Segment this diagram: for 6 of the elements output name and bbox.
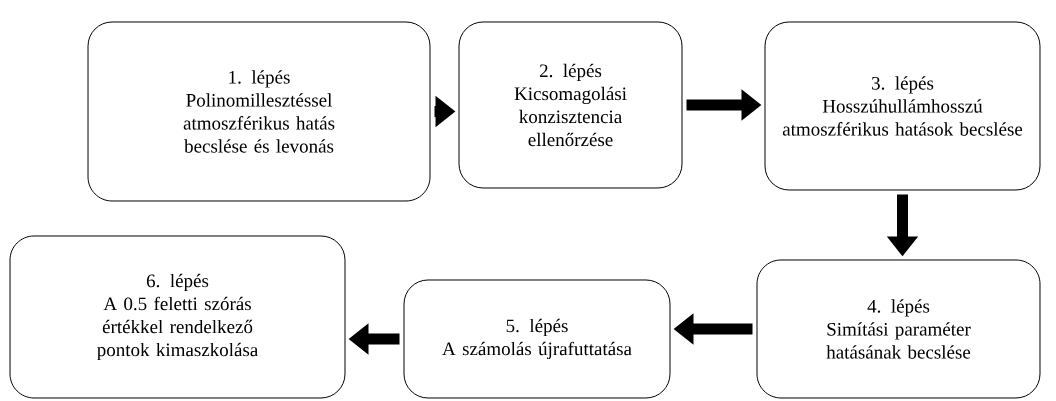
process-box: 1. lépés Polinomillesztéssel atmoszférikus hatás becslése és levonás <box>87 21 431 202</box>
process-box: 6. lépés A 0.5 feletti szórás értékkel rendelkező pontok kimaszkolása <box>9 235 346 399</box>
process-box: 2. lépés Kicsomagolási konzisztencia ellenőrzése <box>458 21 683 189</box>
process-box: 5. lépés A számolás újrafuttatása <box>403 279 671 399</box>
process-box: 4. lépés Simítási paraméter hatásának becslése <box>756 259 1041 399</box>
process-box: 3. lépés Hosszúhullámhosszú atmoszférikus hatások becslése <box>764 21 1041 191</box>
